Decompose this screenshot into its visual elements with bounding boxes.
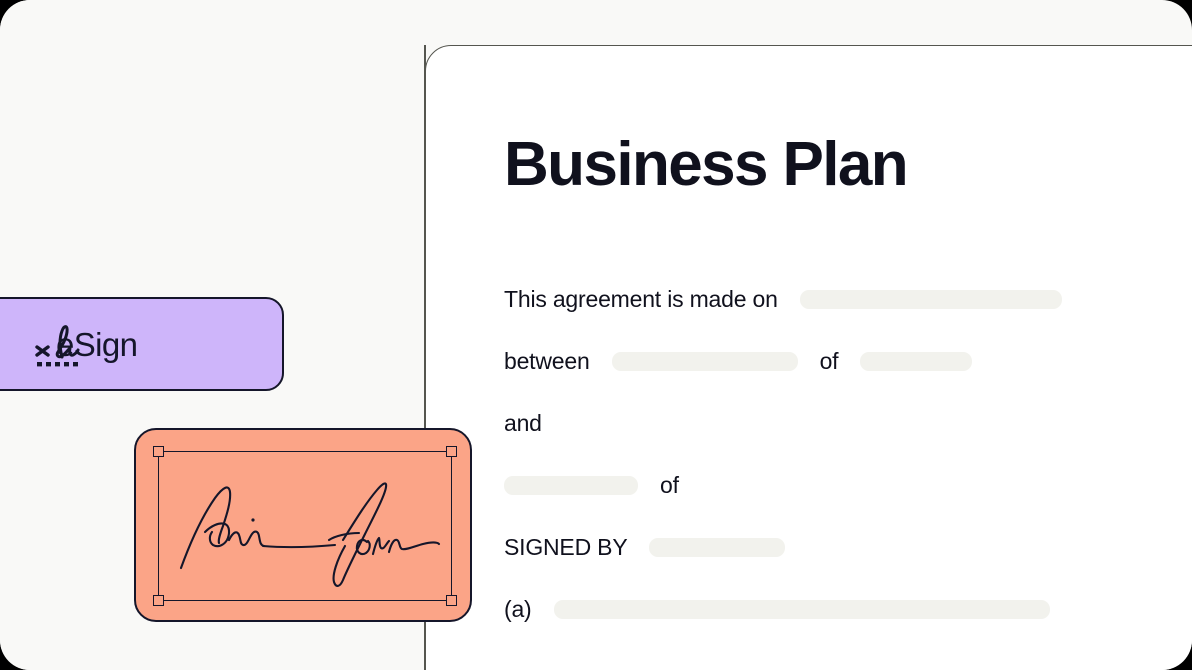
blank-field-party-one-location[interactable] bbox=[860, 352, 973, 371]
blank-field-date[interactable] bbox=[799, 290, 1062, 309]
form-line-party-two: of bbox=[504, 474, 679, 497]
blank-field-signed-by[interactable] bbox=[649, 538, 786, 557]
form-label-of-one: of bbox=[819, 348, 839, 374]
form-line-agreement-date: This agreement is made on bbox=[504, 288, 1062, 311]
signature-card[interactable] bbox=[134, 428, 472, 622]
blank-field-item-a[interactable] bbox=[553, 600, 1050, 619]
form-line-item-a: (a) bbox=[504, 598, 1050, 621]
form-label-between: between bbox=[504, 348, 590, 374]
handwritten-signature bbox=[179, 482, 441, 587]
form-label-and: and bbox=[504, 410, 542, 436]
form-label-agreement-date: This agreement is made on bbox=[504, 286, 778, 312]
resize-handle-bottom-right[interactable] bbox=[446, 595, 457, 606]
document-card: Business Plan This agreement is made on … bbox=[425, 45, 1192, 670]
resize-handle-top-left[interactable] bbox=[153, 446, 164, 457]
blank-field-party-one[interactable] bbox=[611, 352, 798, 371]
form-label-of-two: of bbox=[660, 472, 679, 498]
resize-handle-bottom-left[interactable] bbox=[153, 595, 164, 606]
blank-field-party-two[interactable] bbox=[504, 476, 638, 495]
form-line-between: between of bbox=[504, 348, 973, 374]
page-title: Business Plan bbox=[504, 130, 909, 199]
panel-divider bbox=[424, 45, 426, 670]
document-content: Business Plan This agreement is made on … bbox=[426, 46, 1192, 670]
form-line-signed-by: SIGNED BY bbox=[504, 534, 786, 560]
form-label-signed-by: SIGNED BY bbox=[504, 534, 628, 560]
resize-handle-top-right[interactable] bbox=[446, 446, 457, 457]
form-line-and: and bbox=[504, 412, 542, 435]
form-label-item-a: (a) bbox=[504, 596, 532, 622]
esign-badge[interactable]: eSign bbox=[0, 297, 284, 391]
signature-icon bbox=[35, 325, 80, 367]
selection-frame[interactable] bbox=[153, 446, 457, 606]
